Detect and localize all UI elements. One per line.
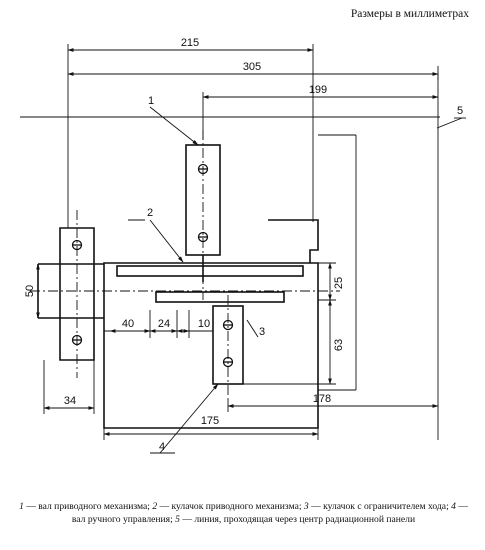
caption-text-4: — вал ручного управления; — [71, 501, 468, 525]
drive-cam — [116, 265, 304, 277]
dim-50: 50 — [24, 285, 36, 297]
manual-shaft-block — [212, 305, 244, 385]
limiter-cam — [155, 291, 285, 303]
holes — [71, 163, 234, 368]
figure-caption: 1 — вал приводного механизма; 2 — кулачо… — [16, 500, 471, 526]
dim-199: 199 — [309, 84, 327, 96]
caption-num-3: 3 — [303, 501, 309, 512]
callout-3: 3 — [259, 326, 265, 338]
dim-34: 34 — [64, 395, 76, 407]
body-plate — [103, 262, 319, 429]
dim-24: 24 — [158, 318, 170, 330]
dim-175: 175 — [201, 415, 219, 427]
units-note: Размеры в миллиметрах — [350, 8, 469, 20]
caption-text-5: — линия, проходящая через центр радиацио… — [179, 514, 416, 525]
dim-305: 305 — [243, 61, 261, 73]
upper-panel — [268, 219, 319, 263]
caption-text-3: — кулачок с ограничителем хода; — [308, 501, 452, 512]
callout-1: 1 — [148, 95, 154, 107]
caption-num-2: 2 — [152, 501, 158, 512]
callout-5: 5 — [457, 105, 463, 117]
caption-num-4: 4 — [451, 501, 456, 512]
leader-lines — [128, 106, 466, 454]
dim-215: 215 — [181, 37, 199, 49]
dim-63: 63 — [333, 339, 345, 351]
dim-178: 178 — [313, 393, 331, 405]
caption-num-5: 5 — [175, 514, 180, 525]
caption-num-1: 1 — [19, 501, 24, 512]
dim-25: 25 — [333, 277, 345, 289]
callout-labels: 1 2 3 4 5 — [147, 95, 463, 453]
callout-4: 4 — [159, 441, 165, 453]
caption-text-2: — кулачок приводного механизма; — [157, 501, 304, 512]
dimension-lines — [20, 44, 440, 440]
centerlines — [30, 130, 340, 398]
callout-2: 2 — [147, 207, 153, 219]
caption-text-1: — вал приводного механизма; — [23, 501, 153, 512]
mechanism-outline — [37, 144, 319, 429]
dimension-labels: 215 305 199 50 25 63 40 24 10 34 178 175 — [24, 37, 345, 427]
dim-10: 10 — [198, 318, 210, 330]
dim-40: 40 — [122, 318, 134, 330]
